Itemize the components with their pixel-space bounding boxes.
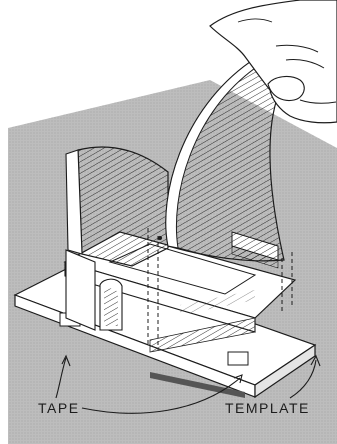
template-label: TEMPLATE: [225, 400, 310, 416]
tape-label: TAPE: [38, 400, 80, 416]
upright-panel: [66, 147, 168, 266]
